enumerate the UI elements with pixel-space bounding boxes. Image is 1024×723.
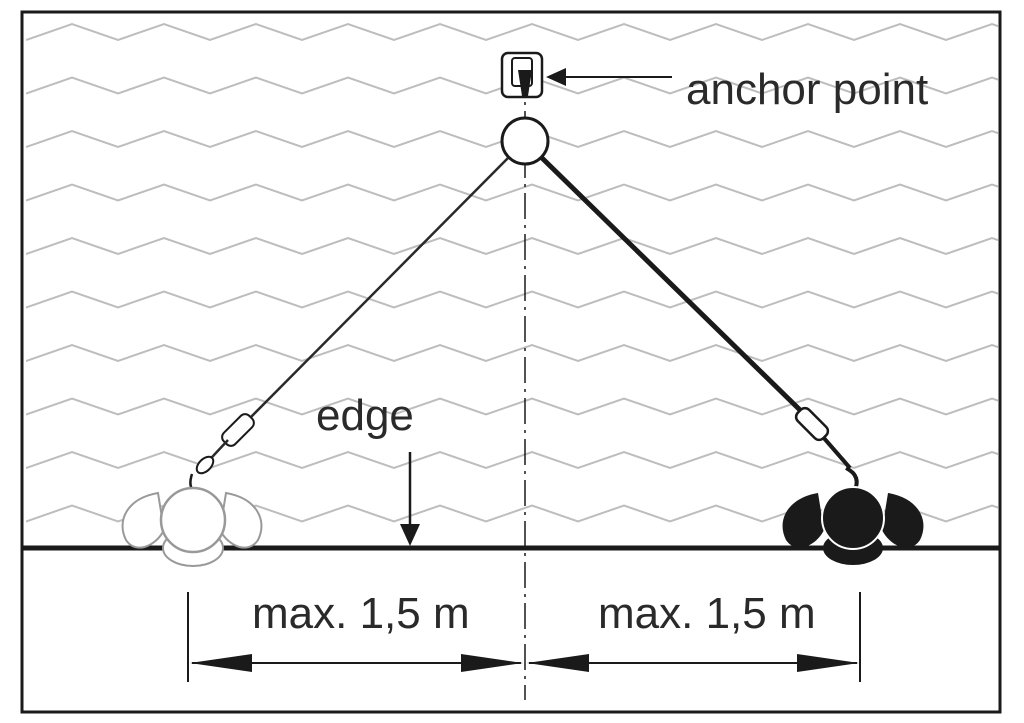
zigzag-line [26,183,998,202]
zigzag-line [26,290,998,309]
anchor-arrow-head [546,68,566,86]
frame-border [20,10,1002,714]
zigzag-line [26,129,998,149]
anchor-clip [518,70,532,96]
zigzag-line [26,397,998,416]
left-lanyard [189,157,509,493]
zigzag-line [26,236,998,256]
anchor-device [500,51,550,166]
anchor-ring [500,116,550,166]
edge-label: edge [316,391,414,440]
dim-arrow-right-end [797,654,859,672]
zigzag-line [26,76,998,95]
zigzag-line [26,22,998,42]
right-worker-figure [782,486,924,565]
dimension-left [190,654,523,672]
left-worker-figure [121,486,263,567]
dimension-right [527,654,859,672]
left-distance-label: max. 1,5 m [252,589,470,638]
anchor-point-label: anchor point [686,65,928,114]
dim-arrow-left-start [190,654,252,672]
right-distance-label: max. 1,5 m [598,589,816,638]
edge-arrow-head [400,524,420,546]
dim-arrow-right-start [527,654,589,672]
zigzag-line [26,343,998,363]
dim-arrow-left-end [461,654,523,672]
